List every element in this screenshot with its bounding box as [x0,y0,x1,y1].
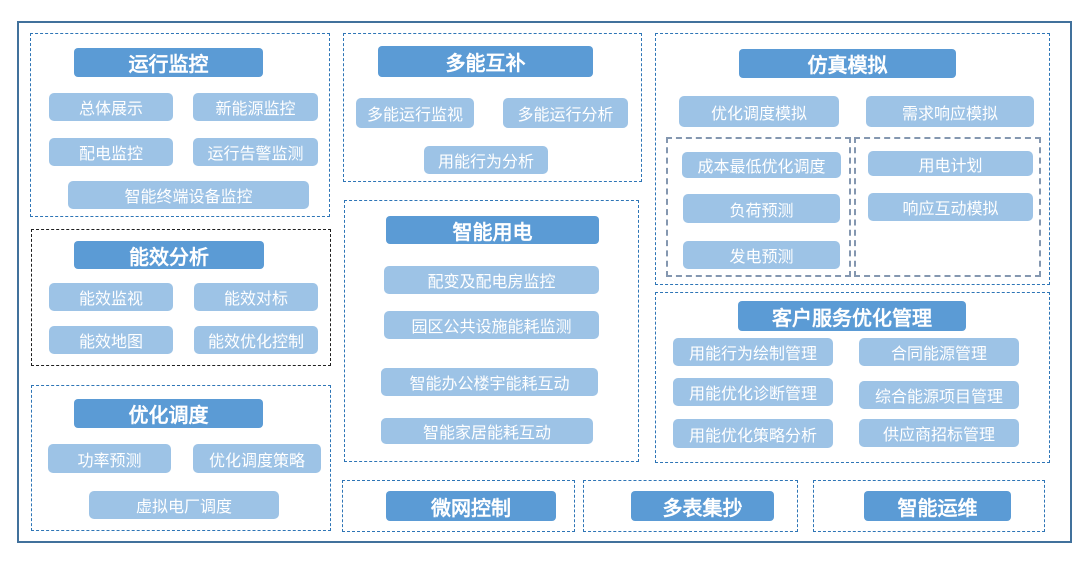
item-response-interaction-simulation: 响应互动模拟 [868,193,1033,221]
section-microgrid-control: 微网控制 [342,480,575,532]
item-efficiency-map: 能效地图 [49,326,173,354]
operation-monitoring-header: 运行监控 [74,48,263,77]
item-power-use-plan: 用电计划 [868,151,1033,176]
simulation-subgroup-response: 用电计划 响应互动模拟 [854,137,1041,277]
item-energy-optimization-diagnosis-mgmt: 用能优化诊断管理 [673,378,833,406]
item-dispatch-strategy: 优化调度策略 [193,444,321,473]
smart-power-use-header: 智能用电 [386,216,599,244]
simulation-subgroup-dispatch: 成本最低优化调度 负荷预测 发电预测 [666,137,851,277]
item-smart-terminal-device-monitoring: 智能终端设备监控 [68,181,309,209]
item-efficiency-optimization-control: 能效优化控制 [194,326,318,354]
multi-meter-reading-header: 多表集抄 [631,491,774,521]
item-operation-alarm-monitoring: 运行告警监测 [193,138,318,166]
section-smart-operation-maintenance: 智能运维 [813,480,1045,532]
item-contract-energy-mgmt: 合同能源管理 [859,338,1019,366]
item-generation-forecast: 发电预测 [683,241,840,269]
item-transformer-room-monitoring: 配变及配电房监控 [384,266,599,294]
item-office-building-energy-interaction: 智能办公楼宇能耗互动 [381,368,598,396]
item-efficiency-monitoring: 能效监视 [49,283,173,311]
section-operation-monitoring: 运行监控 总体展示 新能源监控 配电监控 运行告警监测 智能终端设备监控 [30,33,330,217]
item-multi-energy-operation-analysis: 多能运行分析 [503,98,628,128]
section-energy-efficiency-analysis: 能效分析 能效监视 能效对标 能效地图 能效优化控制 [31,229,331,366]
section-multi-energy-complementation: 多能互补 多能运行监视 多能运行分析 用能行为分析 [343,33,642,182]
section-simulation: 仿真模拟 优化调度模拟 需求响应模拟 成本最低优化调度 负荷预测 发电预测 用电… [655,33,1050,285]
item-energy-optimization-strategy-analysis: 用能优化策略分析 [673,419,833,448]
outer-frame [17,21,1072,543]
item-overall-display: 总体展示 [49,93,173,121]
item-energy-behavior-mapping-mgmt: 用能行为绘制管理 [673,338,833,366]
microgrid-control-header: 微网控制 [386,491,556,521]
item-load-forecast: 负荷预测 [683,194,840,223]
section-smart-power-use: 智能用电 配变及配电房监控 园区公共设施能耗监测 智能办公楼宇能耗互动 智能家居… [344,200,639,462]
item-efficiency-benchmarking: 能效对标 [194,283,318,311]
item-demand-response-simulation: 需求响应模拟 [866,96,1034,127]
optimal-dispatch-header: 优化调度 [74,399,263,428]
smart-operation-maintenance-header: 智能运维 [864,491,1011,521]
energy-efficiency-analysis-header: 能效分析 [74,241,264,269]
item-integrated-energy-project-mgmt: 综合能源项目管理 [859,381,1019,409]
simulation-header: 仿真模拟 [739,49,956,78]
item-optimal-dispatch-simulation: 优化调度模拟 [679,96,839,127]
multi-energy-header: 多能互补 [378,46,593,77]
item-smart-home-energy-interaction: 智能家居能耗互动 [381,418,593,444]
item-cost-minimum-dispatch: 成本最低优化调度 [682,152,841,178]
item-park-facility-energy-monitoring: 园区公共设施能耗监测 [384,311,599,339]
item-virtual-power-plant-dispatch: 虚拟电厂调度 [89,491,279,519]
item-distribution-monitoring: 配电监控 [49,138,173,166]
item-new-energy-monitoring: 新能源监控 [193,93,318,121]
item-energy-use-behavior-analysis: 用能行为分析 [424,146,548,174]
customer-service-header: 客户服务优化管理 [738,301,966,331]
item-multi-energy-operation-monitoring: 多能运行监视 [356,98,474,128]
section-customer-service-optimization: 客户服务优化管理 用能行为绘制管理 合同能源管理 用能优化诊断管理 综合能源项目… [655,292,1050,463]
section-multi-meter-reading: 多表集抄 [583,480,798,532]
item-power-forecast: 功率预测 [48,444,171,473]
item-supplier-bidding-mgmt: 供应商招标管理 [859,419,1019,447]
section-optimal-dispatch: 优化调度 功率预测 优化调度策略 虚拟电厂调度 [31,385,331,531]
